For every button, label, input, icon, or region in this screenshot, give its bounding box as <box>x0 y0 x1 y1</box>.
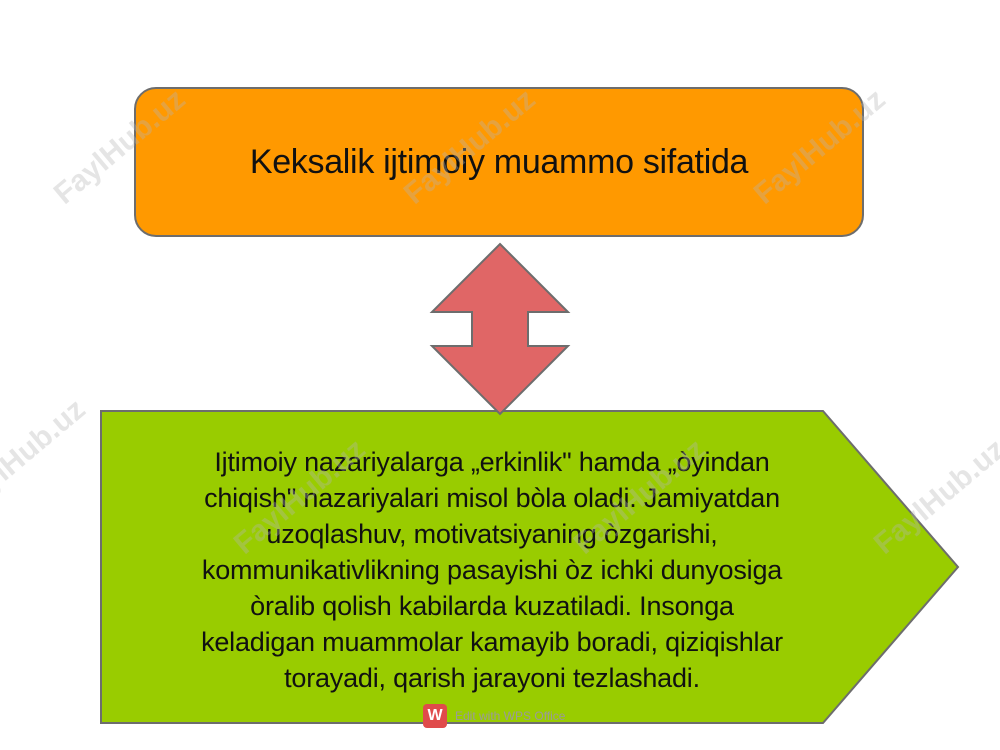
title-text: Keksalik ijtimoiy muammo sifatida <box>249 142 749 181</box>
body-line: torayadi, qarish jarayoni tezlashadi. <box>284 663 700 693</box>
body-text-container: Ijtimoiy nazariyalarga „erkinlik" hamda … <box>104 425 880 715</box>
body-line: uzoqlashuv, motivatsiyaning òzgarishi, <box>266 519 718 549</box>
body-line: chiqish" nazariyalari misol bòla oladi. … <box>204 483 780 513</box>
title-box: Keksalik ijtimoiy muammo sifatida <box>134 87 864 237</box>
body-line: Ijtimoiy nazariyalarga „erkinlik" hamda … <box>214 447 770 477</box>
body-line: òralib qolish kabilarda kuzatiladi. Inso… <box>250 591 734 621</box>
body-pentagon <box>100 410 960 724</box>
body-line: kommunikativlikning pasayishi òz ichki d… <box>201 555 783 585</box>
double-headed-vertical-arrow-icon <box>429 242 571 416</box>
body-text: Ijtimoiy nazariyalarga „erkinlik" hamda … <box>201 444 783 696</box>
body-line: keladigan muammolar kamayib boradi, qizi… <box>201 627 783 657</box>
